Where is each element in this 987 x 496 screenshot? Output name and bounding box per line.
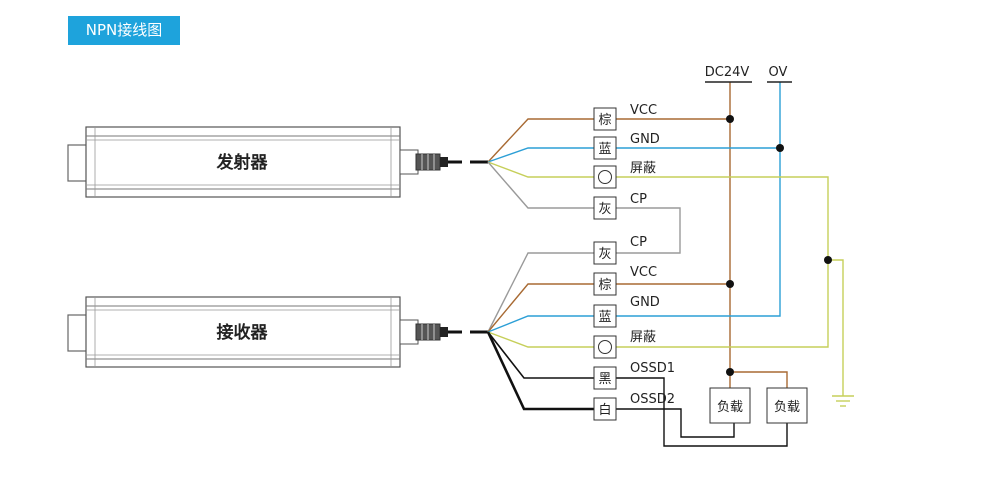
load-box-2: [766, 387, 808, 424]
junction-dots: [726, 115, 832, 376]
wire-label: VCC: [630, 103, 657, 118]
terminal-box-label: 黑: [598, 372, 611, 387]
diagram-title-badge: NPN接线图: [68, 16, 180, 45]
emitter-wire-shield: [487, 161, 594, 178]
emitter-label: 发射器: [216, 152, 269, 173]
wire-label: OSSD2: [630, 392, 675, 407]
emitter-wire-blue: [487, 147, 594, 163]
emitter-device: 发射器: [67, 126, 401, 198]
emitter-wire-brown: [487, 118, 594, 163]
receiver-wire-black: [487, 331, 594, 379]
terminal-box-label: 棕: [598, 113, 611, 128]
terminal-box-label: 灰: [598, 202, 611, 217]
emitter-wire-gray: [487, 161, 594, 209]
terminal-box-label: 白: [598, 402, 611, 418]
emitter-connector: [399, 149, 488, 175]
bus-wiring: [616, 82, 844, 447]
junction-dot: [726, 280, 734, 288]
wire-label: GND: [630, 132, 660, 147]
dc24v-label: DC24V: [705, 65, 750, 80]
supply-labels: DC24V OV: [705, 65, 792, 83]
emitter-wires: [487, 118, 594, 209]
receiver-terminals: 灰 CP 棕 VCC 蓝 GND 屏蔽 黑 OSSD1 白 OSSD2: [593, 235, 675, 421]
wire-label: 屏蔽: [630, 330, 656, 345]
ground-icon: [832, 395, 854, 407]
terminal-box-label: 灰: [598, 247, 611, 262]
wire-label: CP: [630, 235, 647, 250]
load-label: 负载: [717, 400, 743, 415]
load-box-1: [709, 387, 751, 424]
receiver-label: 接收器: [217, 322, 269, 343]
terminal-box-label: 棕: [598, 278, 611, 293]
terminal-box-label: 蓝: [598, 310, 611, 325]
receiver-wire-shield: [487, 331, 594, 348]
wire-label: CP: [630, 192, 647, 207]
junction-dot: [776, 144, 784, 152]
wire-label: 屏蔽: [630, 161, 656, 176]
terminal-box-label: 蓝: [598, 142, 611, 157]
receiver-connector: [399, 319, 488, 345]
wire-label: OSSD1: [630, 361, 675, 376]
receiver-wire-brown: [487, 283, 594, 333]
loads: 负载 负载: [709, 387, 808, 424]
shield-terminal-icon: [598, 170, 612, 184]
junction-dot: [824, 256, 832, 264]
load-label: 负载: [774, 400, 800, 415]
ov-label: OV: [769, 65, 788, 80]
receiver-wire-blue: [487, 315, 594, 333]
emitter-terminals: 棕 VCC 蓝 GND 屏蔽 灰 CP: [593, 103, 660, 220]
receiver-wires: [486, 252, 594, 411]
junction-dot: [726, 368, 734, 376]
shield-terminal-icon: [598, 340, 612, 354]
wire-label: GND: [630, 295, 660, 310]
receiver-device: 接收器: [67, 296, 401, 368]
junction-dot: [726, 115, 734, 123]
receiver-wire-white: [486, 331, 594, 411]
receiver-wire-gray: [487, 252, 594, 333]
wire-label: VCC: [630, 265, 657, 280]
